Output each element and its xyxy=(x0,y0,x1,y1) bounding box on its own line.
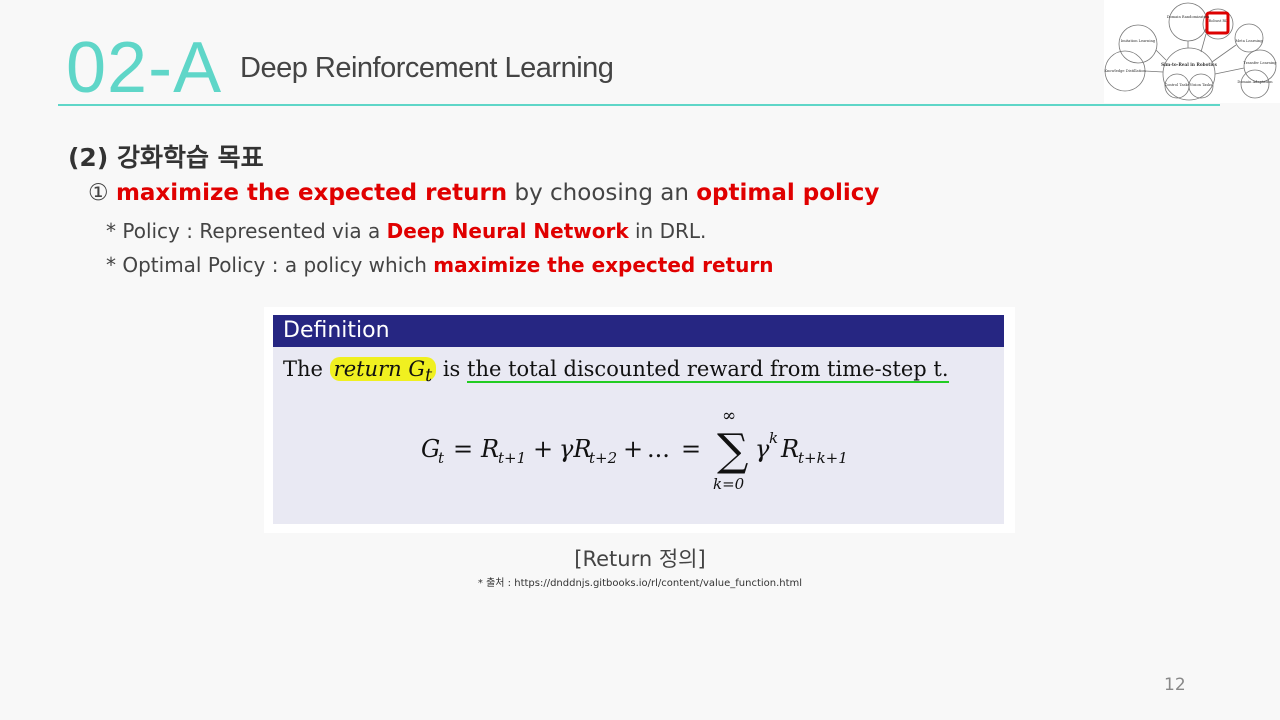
source-citation: * 출처 : https://dnddnjs.gitbooks.io/rl/co… xyxy=(477,578,803,589)
thumb-node-0: Domain Randomization xyxy=(1167,15,1210,19)
mindmap-thumbnail: Domain Randomization Robust RL Imitation… xyxy=(1104,0,1280,103)
sub-bullet-optimal-policy: * Optimal Policy : a policy which maximi… xyxy=(106,253,774,277)
sub-bullet-text: * Optimal Policy : a policy which xyxy=(106,253,434,277)
svg-text:∞: ∞ xyxy=(722,409,736,426)
thumb-node-5: Sim-to-Real in Robotics xyxy=(1161,62,1217,67)
thumb-node-6: Transfer Learning xyxy=(1243,61,1277,65)
highlight-box xyxy=(1205,11,1230,35)
highlighted-return: return Gt xyxy=(329,357,437,386)
definition-header: Definition xyxy=(273,315,1004,347)
definition-figure: Definition The return Gt is the total di… xyxy=(264,307,1015,533)
svg-text:R: R xyxy=(480,435,499,463)
thumb-node-9: Vision Tasks xyxy=(1189,83,1213,87)
page-number: 12 xyxy=(1164,675,1186,695)
return-formula: G t = R t+1 + γR t+2 + ... = ∑ ∞ k=0 γ k… xyxy=(421,409,848,493)
thumb-node-1: Robust RL xyxy=(1208,19,1228,23)
emphasis-maximize-return: maximize the expected return xyxy=(115,180,508,206)
svg-text:=: = xyxy=(453,435,473,463)
sub-bullet-suffix: in DRL. xyxy=(628,219,707,243)
bullet-maximize-return: ① maximize the expected return by choosi… xyxy=(88,180,879,206)
highlight-subscript: t xyxy=(425,366,433,387)
thumb-node-3: Meta Learning xyxy=(1236,39,1264,43)
emphasis-maximize-return: maximize the expected return xyxy=(433,253,774,277)
svg-text:G: G xyxy=(421,435,440,463)
svg-text:R: R xyxy=(780,435,799,463)
svg-text:γR: γR xyxy=(559,435,591,463)
title-divider xyxy=(58,104,1220,106)
thumb-node-4: Knowledge Distillation xyxy=(1104,69,1146,73)
svg-text:=: = xyxy=(681,435,701,463)
definition-mid: is xyxy=(436,357,467,381)
svg-text:...: ... xyxy=(647,435,670,463)
sub-bullet-text: * Policy : Represented via a xyxy=(106,219,387,243)
thumb-node-2: Imitation Learning xyxy=(1121,39,1156,43)
svg-text:t+1: t+1 xyxy=(498,449,526,467)
sub-bullet-policy: * Policy : Represented via a Deep Neural… xyxy=(106,219,706,243)
svg-text:+: + xyxy=(533,435,553,463)
svg-text:t+2: t+2 xyxy=(589,449,617,467)
section-number: 02-A xyxy=(66,28,223,108)
svg-text:t: t xyxy=(438,449,445,467)
definition-pre: The xyxy=(283,357,323,381)
svg-text:t+k+1: t+k+1 xyxy=(798,449,848,467)
bullet-marker: ① xyxy=(88,180,109,206)
content-heading: (2) 강화학습 목표 xyxy=(68,143,264,172)
highlight-text: return G xyxy=(333,357,426,381)
svg-text:γ: γ xyxy=(755,435,770,463)
figure-caption: [Return 정의] xyxy=(574,547,706,571)
definition-sentence: The return Gt is the total discounted re… xyxy=(283,357,949,386)
mindmap-diagram: Domain Randomization Robust RL Imitation… xyxy=(1104,2,1277,101)
underlined-definition: the total discounted reward from time-st… xyxy=(467,357,949,383)
svg-text:∑: ∑ xyxy=(717,425,748,476)
emphasis-optimal-policy: optimal policy xyxy=(696,180,880,206)
svg-text:k: k xyxy=(769,429,778,447)
thumb-node-8: Control Tasks xyxy=(1165,83,1190,87)
definition-body: The return Gt is the total discounted re… xyxy=(273,347,1004,524)
svg-text:k=0: k=0 xyxy=(713,475,745,493)
section-title: Deep Reinforcement Learning xyxy=(240,52,614,84)
thumb-node-7: Domain Adaptation xyxy=(1237,80,1273,84)
bullet-text: by choosing an xyxy=(507,180,697,206)
emphasis-dnn: Deep Neural Network xyxy=(386,219,629,243)
svg-text:+: + xyxy=(623,435,643,463)
